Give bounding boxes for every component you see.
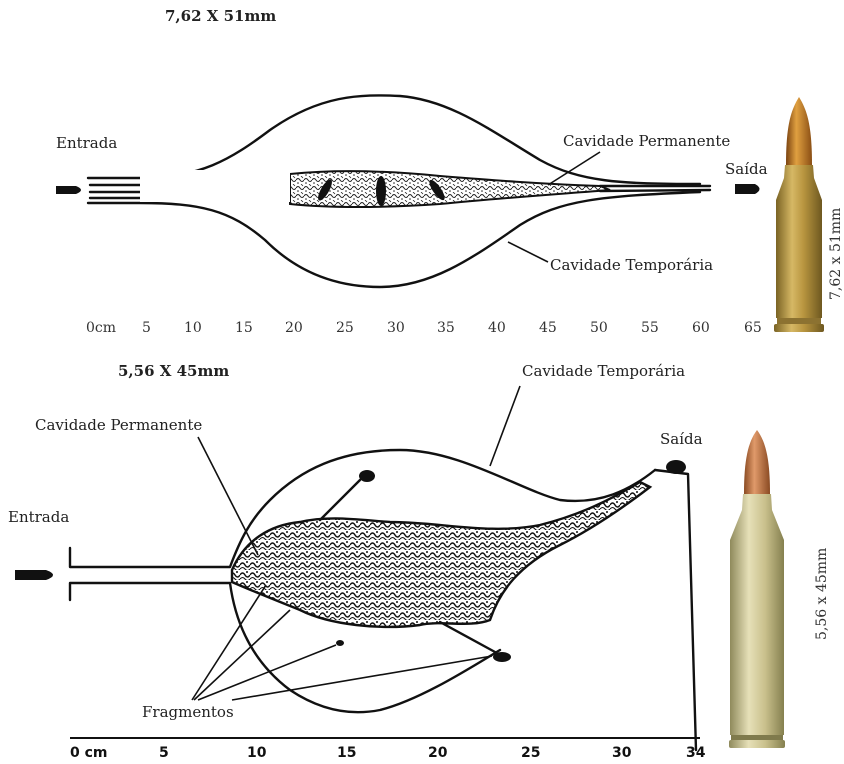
- top-tick: 0cm: [86, 320, 116, 336]
- top-tick: 55: [641, 320, 659, 336]
- top-tick: 60: [692, 320, 710, 336]
- bottom-tick: 10: [247, 745, 267, 761]
- bottom-fragments-label: Fragmentos: [142, 703, 234, 721]
- top-permanent-label: Cavidade Permanente: [563, 132, 730, 150]
- top-exit-label: Saída: [725, 160, 768, 178]
- top-exit-bullet: [735, 184, 760, 194]
- top-cartridge: 7,62 x 51mm: [774, 97, 844, 332]
- top-temporary-leader: [508, 242, 548, 262]
- bottom-temporary-leader: [490, 386, 520, 466]
- top-tick: 10: [184, 320, 202, 336]
- bottom-title: 5,56 X 45mm: [118, 362, 229, 380]
- fragments-leader-3: [198, 645, 336, 700]
- top-tick: 30: [387, 320, 405, 336]
- top-tick: 25: [336, 320, 354, 336]
- top-bullet-yaw-2: [376, 176, 386, 206]
- top-tick: 35: [437, 320, 455, 336]
- bottom-section: 5,56 X 45mm Entrada Saída Cavidade Perma…: [8, 362, 830, 761]
- bottom-entry-label: Entrada: [8, 508, 69, 526]
- top-entry-label: Entrada: [56, 134, 117, 152]
- bottom-tick: 0 cm: [70, 745, 108, 761]
- top-entry-bullet: [56, 186, 81, 194]
- top-tick: 40: [488, 320, 506, 336]
- top-title: 7,62 X 51mm: [165, 7, 276, 25]
- bottom-cartridge-label: 5,56 x 45mm: [814, 548, 830, 640]
- bottom-tick: 20: [428, 745, 448, 761]
- bottom-tick: 15: [337, 745, 356, 761]
- bottom-tick: 5: [159, 745, 169, 761]
- bottom-fragment-1: [359, 470, 375, 482]
- bottom-permanent-label: Cavidade Permanente: [35, 416, 202, 434]
- top-tick: 65: [744, 320, 762, 336]
- top-tick: 50: [590, 320, 608, 336]
- bottom-exit-label: Saída: [660, 430, 703, 448]
- top-channel-gap: [140, 170, 290, 202]
- bottom-permanent-leader: [198, 437, 258, 555]
- bottom-entry-bullet: [15, 570, 53, 580]
- bottom-exit-fragment: [666, 460, 686, 474]
- bottom-temporary-label: Cavidade Temporária: [522, 362, 685, 380]
- bottom-exit-tract: [655, 470, 696, 750]
- top-tick: 20: [285, 320, 303, 336]
- top-channel-tail: [600, 186, 710, 191]
- top-cartridge-label: 7,62 x 51mm: [828, 208, 844, 300]
- bottom-fragment-track-1: [320, 480, 360, 520]
- bottom-fragment-3: [493, 652, 511, 662]
- bottom-tick: 30: [612, 745, 632, 761]
- top-section: 7,62 X 51mm Entrada Saída Cavidade Perma…: [56, 7, 844, 336]
- top-tick: 15: [235, 320, 253, 336]
- bottom-permanent-cavity: [232, 482, 650, 627]
- top-axis: 0cm 5 10 15 20 25 30 35 40 45 50 55 60 6…: [86, 320, 762, 336]
- bottom-axis: 0 cm 5 10 15 20 25 30 34: [70, 745, 706, 761]
- bottom-fragment-track-2: [440, 622, 495, 652]
- bottom-fragment-2: [336, 640, 344, 646]
- top-temporary-label: Cavidade Temporária: [550, 256, 713, 274]
- bottom-tick: 25: [521, 745, 540, 761]
- bottom-tick: 34: [686, 745, 706, 761]
- top-tick: 45: [539, 320, 557, 336]
- bottom-cartridge: 5,56 x 45mm: [729, 430, 830, 748]
- top-tick: 5: [142, 320, 151, 336]
